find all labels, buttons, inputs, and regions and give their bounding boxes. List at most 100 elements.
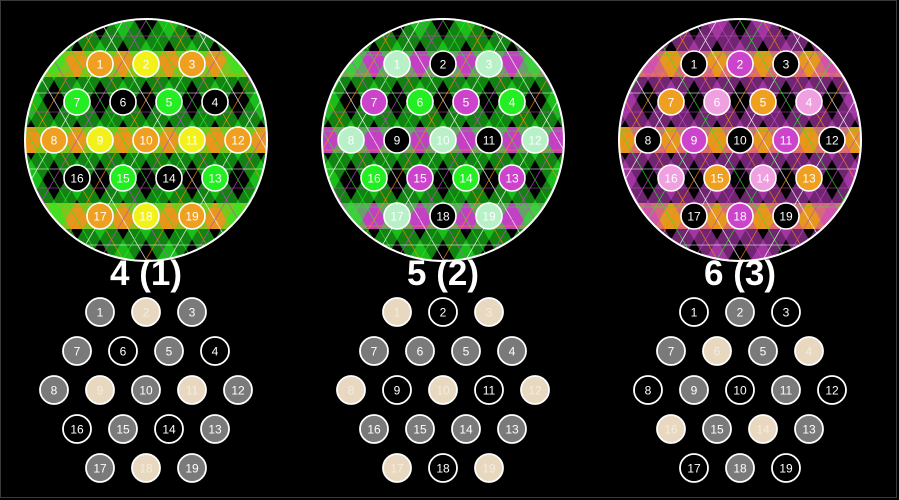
dot-number: 13 — [505, 423, 519, 437]
disc-cell-number: 10 — [436, 134, 450, 148]
disc-cell-number: 18 — [436, 210, 450, 224]
dot-11: 11 — [475, 376, 503, 404]
disc-cell-4: 4 — [202, 89, 228, 115]
disc-cell-number: 15 — [116, 172, 130, 186]
dot-number: 19 — [779, 462, 793, 476]
dot-5: 5 — [452, 337, 480, 365]
dot-4: 4 — [498, 337, 526, 365]
dot-number: 16 — [367, 423, 381, 437]
disc-cell-14: 14 — [453, 165, 479, 191]
dot-number: 3 — [783, 306, 790, 320]
disc-cell-number: 8 — [51, 134, 58, 148]
disc-cell-18: 18 — [133, 203, 159, 229]
dot-3: 3 — [772, 298, 800, 326]
disc-cell-3: 3 — [773, 51, 799, 77]
dot-13: 13 — [795, 415, 823, 443]
disc-cell-11: 11 — [773, 127, 799, 153]
dot-number: 7 — [371, 345, 378, 359]
disc-cell-2: 2 — [727, 51, 753, 77]
dot-number: 12 — [231, 384, 245, 398]
dot-number: 2 — [440, 306, 447, 320]
disc-cell-14: 14 — [156, 165, 182, 191]
disc-cell-5: 5 — [750, 89, 776, 115]
disc-cell-1: 1 — [681, 51, 707, 77]
disc-cell-number: 19 — [779, 210, 793, 224]
disc-cell-16: 16 — [64, 165, 90, 191]
disc-cell-4: 4 — [796, 89, 822, 115]
disc-cell-number: 16 — [664, 172, 678, 186]
disc-cell-number: 6 — [417, 96, 424, 110]
disc-cell-number: 15 — [413, 172, 427, 186]
disc-cell-number: 4 — [509, 96, 516, 110]
dot-17: 17 — [383, 454, 411, 482]
panel-title: 4 (1) — [110, 254, 182, 293]
dot-number: 17 — [93, 462, 107, 476]
dot-number: 9 — [691, 384, 698, 398]
dot-9: 9 — [383, 376, 411, 404]
disc-cell-number: 2 — [440, 58, 447, 72]
dot-number: 4 — [806, 345, 813, 359]
disc-cell-number: 2 — [143, 58, 150, 72]
dot-10: 10 — [132, 376, 160, 404]
dot-9: 9 — [86, 376, 114, 404]
dot-number: 3 — [189, 306, 196, 320]
dot-number: 10 — [436, 384, 450, 398]
disc-cell-number: 3 — [486, 58, 493, 72]
dot-11: 11 — [178, 376, 206, 404]
disc-cell-number: 8 — [645, 134, 652, 148]
disc-cell-1: 1 — [87, 51, 113, 77]
disc-cell-number: 19 — [482, 210, 496, 224]
dot-number: 3 — [486, 306, 493, 320]
disc-cell-number: 16 — [367, 172, 381, 186]
dot-number: 16 — [70, 423, 84, 437]
dot-4: 4 — [795, 337, 823, 365]
dot-number: 13 — [208, 423, 222, 437]
disc-cell-7: 7 — [658, 89, 684, 115]
disc-cell-number: 18 — [139, 210, 153, 224]
dot-13: 13 — [498, 415, 526, 443]
disc-cell-10: 10 — [430, 127, 456, 153]
panel-title: 6 (3) — [704, 254, 776, 293]
dot-16: 16 — [360, 415, 388, 443]
dot-number: 14 — [459, 423, 473, 437]
dot-15: 15 — [406, 415, 434, 443]
dot-1: 1 — [680, 298, 708, 326]
disc-cell-number: 19 — [185, 210, 199, 224]
dot-number: 12 — [825, 384, 839, 398]
dot-7: 7 — [360, 337, 388, 365]
disc-cell-18: 18 — [727, 203, 753, 229]
disc-cell-16: 16 — [361, 165, 387, 191]
dot-number: 1 — [97, 306, 104, 320]
dot-19: 19 — [178, 454, 206, 482]
disc-cell-number: 4 — [806, 96, 813, 110]
dot-number: 15 — [116, 423, 130, 437]
dot-number: 18 — [139, 462, 153, 476]
disc-cell-number: 17 — [687, 210, 701, 224]
disc-cell-6: 6 — [110, 89, 136, 115]
disc-cell-8: 8 — [338, 127, 364, 153]
dot-number: 17 — [390, 462, 404, 476]
dot-number: 1 — [691, 306, 698, 320]
dot-2: 2 — [726, 298, 754, 326]
dot-number: 2 — [143, 306, 150, 320]
disc-cell-11: 11 — [476, 127, 502, 153]
dot-6: 6 — [703, 337, 731, 365]
disc-cell-number: 14 — [756, 172, 770, 186]
dot-number: 2 — [737, 306, 744, 320]
dot-number: 4 — [509, 345, 516, 359]
dot-10: 10 — [726, 376, 754, 404]
dot-2: 2 — [429, 298, 457, 326]
disc-cell-3: 3 — [179, 51, 205, 77]
dot-3: 3 — [178, 298, 206, 326]
dot-14: 14 — [749, 415, 777, 443]
disc-cell-2: 2 — [430, 51, 456, 77]
disc-cell-3: 3 — [476, 51, 502, 77]
disc-cell-9: 9 — [87, 127, 113, 153]
dot-14: 14 — [452, 415, 480, 443]
disc-cell-number: 10 — [733, 134, 747, 148]
dot-8: 8 — [337, 376, 365, 404]
disc-cell-13: 13 — [202, 165, 228, 191]
dot-number: 4 — [212, 345, 219, 359]
disc-cell-8: 8 — [635, 127, 661, 153]
